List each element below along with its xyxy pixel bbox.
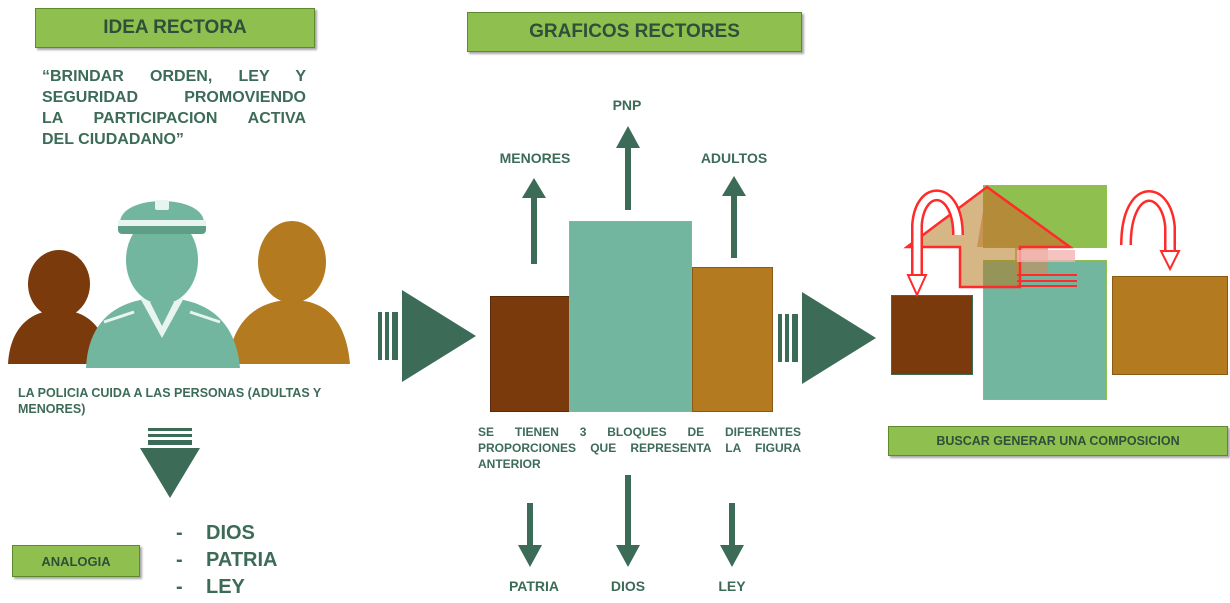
analogia-label-text: ANALOGIA [41,553,111,569]
analogia-item: -LEY [176,576,245,598]
label-patria: PATRIA [508,578,560,594]
graficos-description: SE TIENEN 3 BLOQUES DE DIFERENTES PROPOR… [478,424,801,472]
idea-rectora-title: IDEA RECTORA [35,8,315,48]
idea-quote-line-4: DEL CIUDADANO” [42,131,184,148]
down-arrow-icon [518,503,542,567]
analogia-item: -PATRIA [176,549,278,571]
idea-caption: LA POLICIA CUIDA A LAS PERSONAS (ADULTAS… [18,386,322,416]
analogia-item: -DIOS [176,522,255,544]
child-person-icon [8,250,110,364]
idea-quote-line-2: SEGURIDAD PROMOVIENDO [42,89,306,106]
block-brown [490,296,570,412]
composition-ochre-block [1112,276,1228,375]
curved-arrow-right-icon [1120,190,1181,272]
block-ochre [692,267,773,412]
police-officer-icon [86,200,240,368]
idea-rectora-title-text: IDEA RECTORA [103,17,247,38]
curved-arrow-left-icon [906,189,964,298]
label-pnp: PNP [612,97,642,113]
analogia-label: ANALOGIA [12,545,140,577]
up-arrow-icon [722,176,746,258]
idea-quote-line-1: “BRINDAR ORDEN, LEY Y [42,68,306,85]
composition-arrows [903,185,1181,298]
composicion-label: BUSCAR GENERAR UNA COMPOSICION [888,426,1228,456]
up-outline-arrow-icon [903,185,1077,289]
right-arrow-icon [378,290,476,382]
graficos-rectores-title-text: GRAFICOS RECTORES [529,21,740,42]
right-arrow-icon [778,292,876,384]
up-arrow-icon [522,178,546,264]
graficos-description-line-2: PROPORCIONES QUE REPRESENTA LA FIGURA [478,441,801,455]
adult-person-icon [228,221,350,364]
down-arrow-icon [720,503,744,567]
label-dios: DIOS [610,578,646,594]
down-arrow-icon [140,428,200,498]
label-adultos: ADULTOS [700,150,768,166]
idea-quote-line-3: LA PARTICIPACION ACTIVA [42,110,306,127]
composition-brown-block [891,295,973,375]
graficos-description-line-3: ANTERIOR [478,457,541,471]
down-arrow-icon [616,475,640,567]
block-mint [569,221,692,412]
composicion-label-text: BUSCAR GENERAR UNA COMPOSICION [936,434,1180,448]
police-people-illustration [8,200,350,368]
analogia-list: -DIOS -PATRIA -LEY [176,520,277,601]
graficos-description-line-1: SE TIENEN 3 BLOQUES DE DIFERENTES [478,425,801,439]
up-arrow-icon [616,126,640,210]
idea-quote: “BRINDAR ORDEN, LEY Y SEGURIDAD PROMOVIE… [42,66,306,150]
label-ley: LEY [718,578,746,594]
label-menores: MENORES [499,150,571,166]
graficos-rectores-title: GRAFICOS RECTORES [467,12,802,52]
